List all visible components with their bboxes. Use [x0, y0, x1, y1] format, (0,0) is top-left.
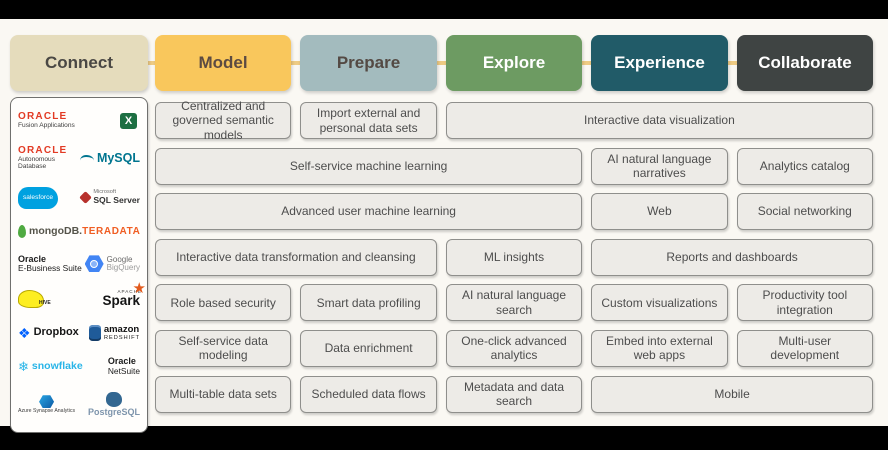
- logo-salesforce: salesforce: [18, 186, 59, 209]
- header-experience: Experience: [591, 35, 728, 91]
- mysql-label: MySQL: [96, 150, 140, 165]
- mongodb-icon: [18, 225, 26, 239]
- header-model: Model: [155, 35, 291, 91]
- capability-interactive-data-transformation-and-cleansing: Interactive data transformation and clea…: [155, 238, 437, 276]
- logo-hive: HIVE: [18, 290, 51, 308]
- postgresql-icon: [105, 392, 122, 408]
- capability-ml-insights: ML insights: [445, 238, 583, 276]
- capability-centralized-and-governed-semantic-models: Centralized and governed semantic models: [155, 99, 292, 142]
- capability-productivity-tool-integration: Productivity tool integration: [736, 284, 873, 322]
- capability-multi-table-data-sets: Multi-table data sets: [155, 375, 292, 413]
- dropbox-icon: [18, 326, 31, 340]
- capability-custom-visualizations: Custom visualizations: [591, 284, 728, 322]
- capability-role-based-security: Role based security: [155, 284, 292, 322]
- hive-label: HIVE: [39, 299, 51, 306]
- header-connect: Connect: [10, 35, 148, 91]
- capability-metadata-and-data-search: Metadata and data search: [445, 375, 583, 413]
- dropbox-label: Dropbox: [33, 326, 79, 339]
- teradata-label: TERADATA: [82, 225, 141, 237]
- logo-mongodb: mongoDB.: [18, 225, 83, 239]
- capability-ai-natural-language-search: AI natural language search: [445, 284, 583, 322]
- snowflake-label: snowflake: [31, 360, 83, 373]
- header-collaborate: Collaborate: [737, 35, 873, 91]
- mongodb-label: mongoDB.: [29, 225, 83, 238]
- logo-azure: Azure Synapse Analytics: [18, 395, 75, 414]
- bigquery-icon: [84, 255, 104, 273]
- logo-excel: [120, 112, 140, 129]
- capability-self-service-machine-learning: Self-service machine learning: [155, 147, 583, 185]
- header-explore: Explore: [446, 35, 582, 91]
- redshift-icon: [88, 324, 101, 341]
- salesforce-label: salesforce: [18, 186, 59, 209]
- capability-reports-and-dashboards: Reports and dashboards: [591, 238, 873, 276]
- capability-mobile: Mobile: [591, 375, 873, 413]
- azure-icon: [39, 395, 55, 409]
- connector-logo-row: mongoDB.TERADATA: [18, 225, 141, 239]
- snowflake-icon: [18, 360, 29, 373]
- connector-logo-row: Azure Synapse Analytics PostgreSQL: [18, 392, 140, 417]
- capability-ai-natural-language-narratives: AI natural language narratives: [591, 147, 728, 185]
- header-prepare: Prepare: [300, 35, 437, 91]
- mysql-icon: [79, 154, 94, 164]
- capability-one-click-advanced-analytics: One-click advanced analytics: [445, 329, 583, 367]
- logo-mysql: MySQL: [79, 150, 140, 165]
- capability-self-service-data-modeling: Self-service data modeling: [155, 329, 292, 367]
- logo-teradata: TERADATA: [82, 225, 141, 238]
- capability-multi-user-development: Multi-user development: [736, 329, 873, 367]
- flow-connector-line: [79, 61, 805, 65]
- hive-icon: [18, 290, 44, 308]
- capability-data-enrichment: Data enrichment: [300, 329, 437, 367]
- excel-icon: [120, 112, 137, 129]
- postgresql-label: PostgreSQL: [87, 407, 140, 418]
- capability-advanced-user-machine-learning: Advanced user machine learning: [155, 193, 583, 231]
- capability-grid: Centralized and governed semantic models…: [155, 99, 873, 413]
- capability-analytics-catalog: Analytics catalog: [736, 147, 873, 185]
- logo-postgresql: PostgreSQL: [88, 392, 140, 417]
- capability-social-networking: Social networking: [736, 193, 873, 231]
- capability-smart-data-profiling: Smart data profiling: [300, 284, 437, 322]
- azure-label: Azure Synapse Analytics: [18, 408, 76, 415]
- sqlserver-icon: [79, 191, 93, 205]
- capability-interactive-data-visualization: Interactive data visualization: [445, 102, 873, 139]
- capability-scheduled-data-flows: Scheduled data flows: [300, 375, 437, 413]
- logo-dropbox: Dropbox: [18, 326, 79, 340]
- logo-snowflake: snowflake: [18, 360, 83, 373]
- capability-import-external-and-personal-data-sets: Import external and personal data sets: [300, 102, 437, 139]
- capability-web: Web: [591, 193, 728, 231]
- diagram-canvas: Connect Model Prepare Explore Experience…: [0, 19, 888, 433]
- capability-embed-into-external-web-apps: Embed into external web apps: [591, 329, 728, 367]
- spark-icon: [133, 281, 146, 296]
